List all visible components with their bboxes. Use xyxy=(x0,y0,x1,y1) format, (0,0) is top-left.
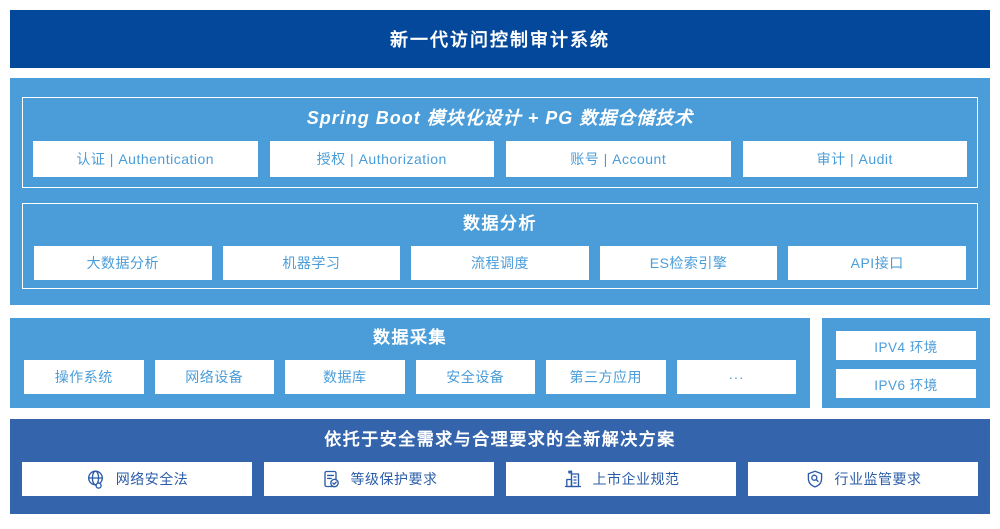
spring-boot-section: Spring Boot 模块化设计 + PG 数据仓储技术 认证 | Authe… xyxy=(22,97,978,188)
solution-requirement-row: 网络安全法 等级保护要求 xyxy=(10,462,990,496)
box-account: 账号 | Account xyxy=(506,141,731,177)
box-listed-company-standard: 上市企业规范 xyxy=(506,462,736,496)
solution-box-label: 等级保护要求 xyxy=(350,471,438,487)
network-environment-section: IPV4 环境 IPV6 环境 xyxy=(822,318,990,408)
data-collection-title: 数据采集 xyxy=(373,328,447,347)
shield-search-icon xyxy=(805,469,825,489)
box-ipv4-environment: IPV4 环境 xyxy=(836,331,976,360)
analysis-module-row: 大数据分析 机器学习 流程调度 ES检索引擎 API接口 xyxy=(23,246,977,280)
solution-box-label: 行业监管要求 xyxy=(834,471,922,487)
box-security-device: 安全设备 xyxy=(415,360,535,394)
building-icon xyxy=(563,469,583,489)
data-collection-section: 数据采集 操作系统 网络设备 数据库 安全设备 第三方应用 ··· xyxy=(10,318,810,408)
solution-section: 依托于安全需求与合理要求的全新解决方案 网络安全法 xyxy=(10,419,990,514)
platform-layer: Spring Boot 模块化设计 + PG 数据仓储技术 认证 | Authe… xyxy=(10,78,990,305)
solution-box-label: 网络安全法 xyxy=(115,471,189,487)
box-big-data-analysis: 大数据分析 xyxy=(34,246,212,280)
data-analysis-title: 数据分析 xyxy=(463,214,537,233)
box-industry-regulation: 行业监管要求 xyxy=(748,462,978,496)
box-third-party-app: 第三方应用 xyxy=(546,360,666,394)
box-authentication: 认证 | Authentication xyxy=(33,141,258,177)
document-check-icon xyxy=(321,469,341,489)
box-ipv6-environment: IPV6 环境 xyxy=(836,369,976,398)
box-api-interface: API接口 xyxy=(788,246,966,280)
page-title: 新一代访问控制审计系统 xyxy=(390,30,610,50)
box-authorization: 授权 | Authorization xyxy=(269,141,494,177)
box-graded-protection: 等级保护要求 xyxy=(264,462,494,496)
data-analysis-section: 数据分析 大数据分析 机器学习 流程调度 ES检索引擎 API接口 xyxy=(22,203,978,289)
main-title-banner: 新一代访问控制审计系统 xyxy=(10,10,990,68)
globe-icon xyxy=(86,469,106,489)
box-operating-system: 操作系统 xyxy=(24,360,144,394)
collection-source-row: 操作系统 网络设备 数据库 安全设备 第三方应用 ··· xyxy=(10,360,810,394)
box-network-device: 网络设备 xyxy=(154,360,274,394)
box-machine-learning: 机器学习 xyxy=(222,246,401,280)
solution-box-label: 上市企业规范 xyxy=(592,471,680,487)
box-process-scheduling: 流程调度 xyxy=(411,246,589,280)
solution-title: 依托于安全需求与合理要求的全新解决方案 xyxy=(324,430,676,449)
box-es-search-engine: ES检索引擎 xyxy=(599,246,778,280)
box-database: 数据库 xyxy=(285,360,405,394)
spring-boot-title: Spring Boot 模块化设计 + PG 数据仓储技术 xyxy=(306,108,694,128)
box-cybersecurity-law: 网络安全法 xyxy=(22,462,252,496)
spring-module-row: 认证 | Authentication 授权 | Authorization 账… xyxy=(23,141,977,177)
box-audit: 审计 | Audit xyxy=(742,141,967,177)
box-more-ellipsis: ··· xyxy=(676,360,796,394)
